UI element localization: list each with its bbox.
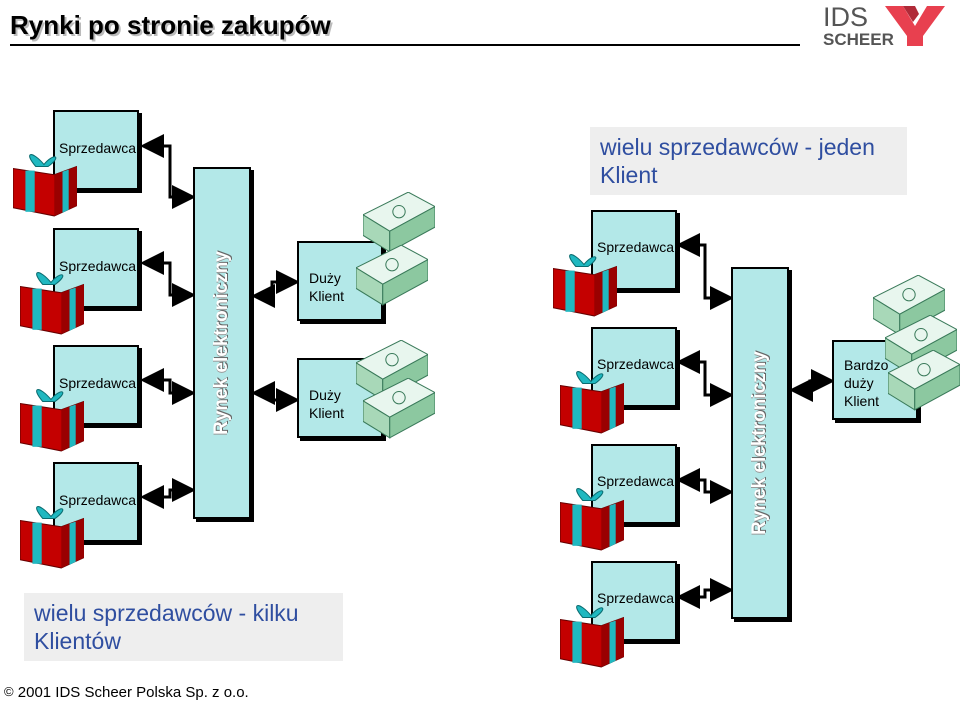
svg-text:SCHEER: SCHEER xyxy=(823,30,894,48)
seller-box: Sprzedawca xyxy=(591,444,677,524)
seller-box: Sprzedawca xyxy=(591,327,677,407)
note-one-client: wielu sprzedawców - jeden Klient xyxy=(590,127,907,195)
seller-box: Sprzedawca xyxy=(53,228,139,308)
note-few-clients: wielu sprzedawców - kilku Klientów xyxy=(24,593,343,661)
svg-text:IDS: IDS xyxy=(823,2,868,32)
seller-box: Sprzedawca xyxy=(53,345,139,425)
title-underline xyxy=(10,44,800,46)
electronic-market-left: Rynek elektroniczny xyxy=(193,167,251,519)
slide-title: Rynki po stronie zakupów xyxy=(10,10,331,40)
seller-box: Sprzedawca xyxy=(53,110,139,190)
seller-box: Sprzedawca xyxy=(591,210,677,290)
footer-text: 2001 IDS Scheer Polska Sp. z o.o. xyxy=(17,684,249,701)
electronic-market-right: Rynek elektroniczny xyxy=(731,267,789,619)
ids-scheer-logo: IDS SCHEER xyxy=(823,2,945,48)
copyright-icon: © xyxy=(4,684,14,699)
footer: © 2001 IDS Scheer Polska Sp. z o.o. xyxy=(4,684,249,701)
seller-box: Sprzedawca xyxy=(53,462,139,542)
money-stack-icon xyxy=(873,275,945,336)
seller-box: Sprzedawca xyxy=(591,561,677,641)
